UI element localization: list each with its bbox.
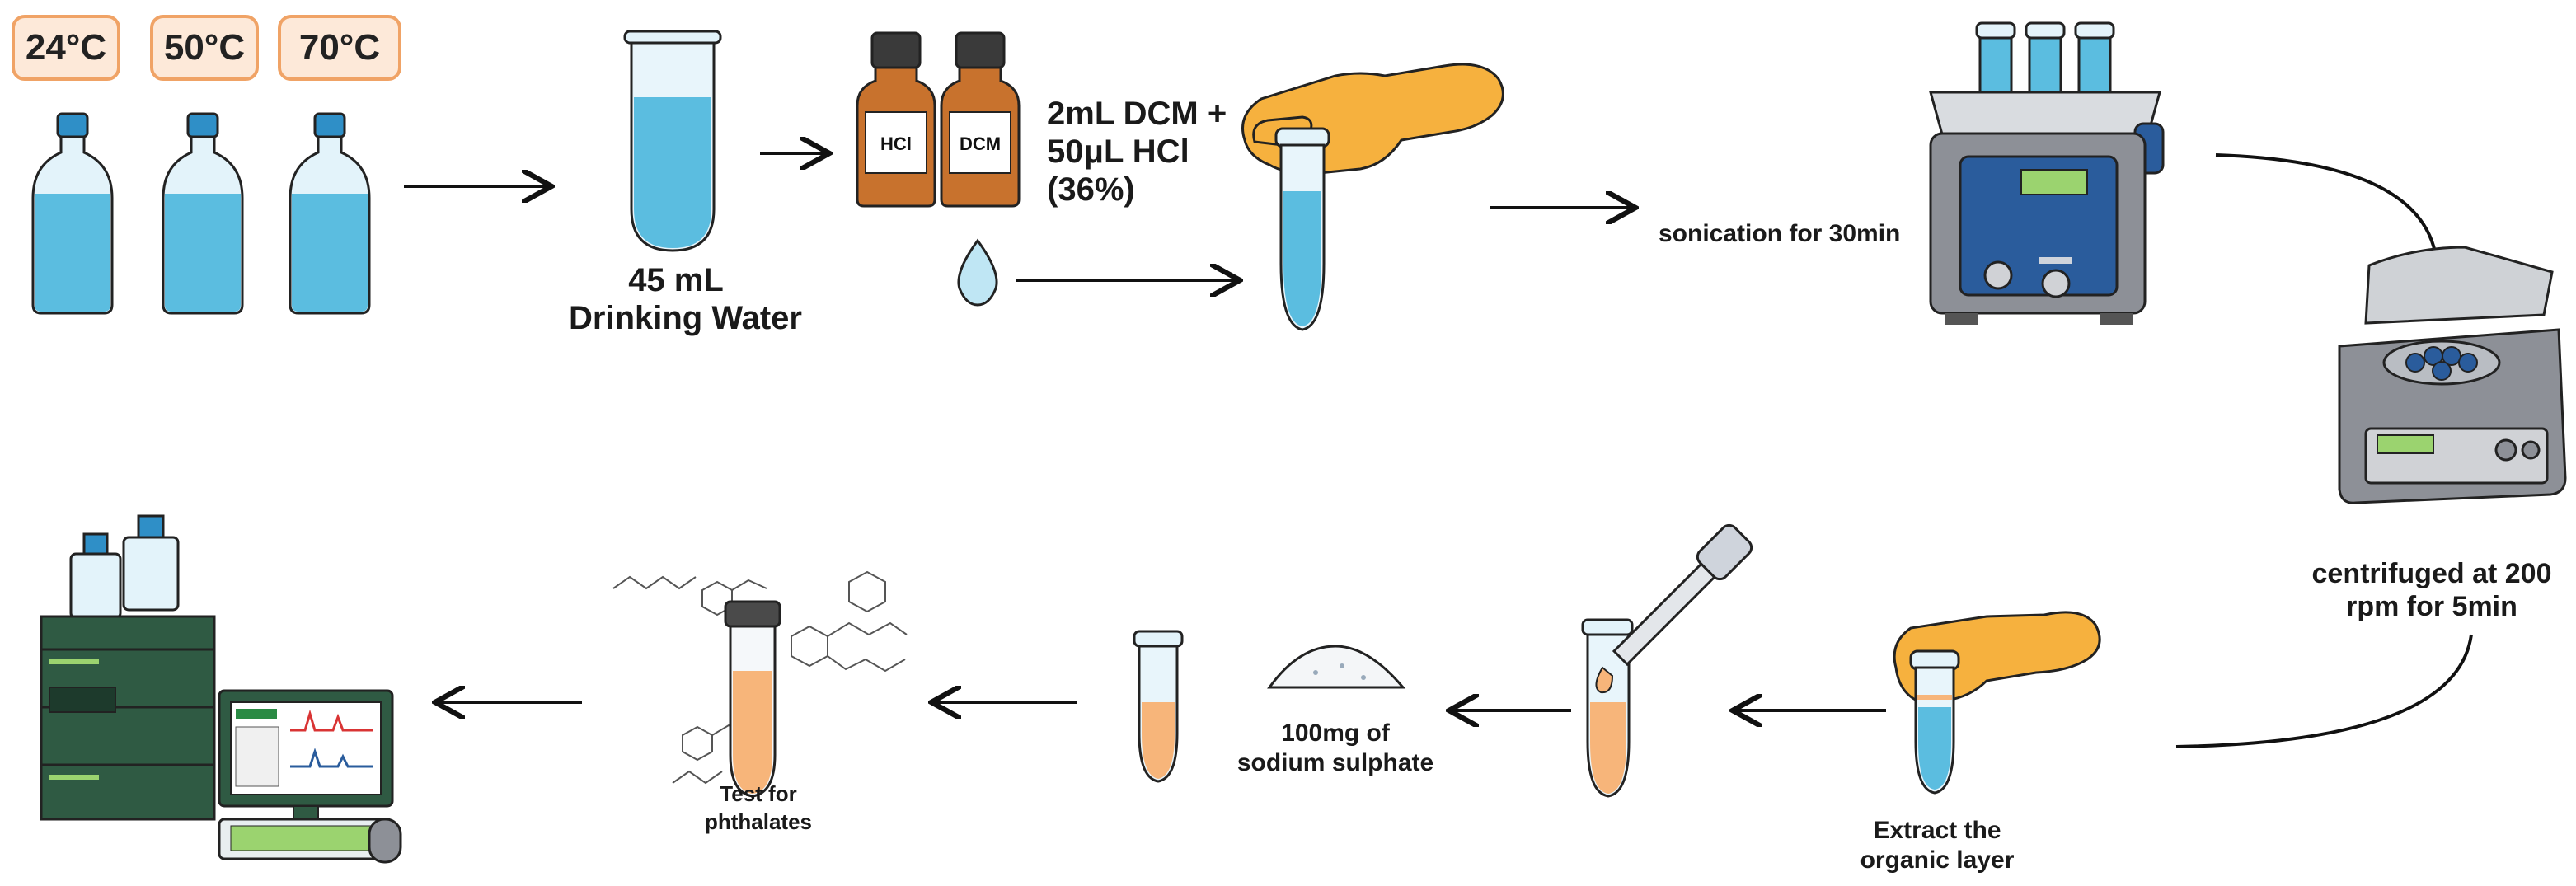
- powder-pile-icon: [1267, 645, 1406, 689]
- connector-from-centrifuge: [2175, 634, 2473, 748]
- water-type-label: Drinking Water: [569, 300, 802, 336]
- temperature-badge-24: 24°C: [12, 15, 120, 81]
- ultrasonic-bath: [1929, 21, 2165, 325]
- sulphate-label-line1: 100mg of: [1281, 720, 1390, 747]
- reagent-label-line1: 2mL DCM +: [1047, 96, 1227, 132]
- dried-extract-tube: [1133, 630, 1184, 783]
- reagent-label-line3: (36%): [1047, 171, 1135, 208]
- water-bottle-70: [289, 112, 371, 315]
- extract-label-line1: Extract the: [1873, 817, 2001, 844]
- reagent-label-line2: 50μL HCl: [1047, 134, 1189, 170]
- water-bottle-50: [162, 112, 244, 315]
- dcm-bottle: [940, 31, 1021, 208]
- phthalate-test-tube: [724, 600, 781, 798]
- water-volume-label: 45 mL: [628, 262, 724, 298]
- centrifuge: [2338, 246, 2567, 504]
- temperature-badge-50: 50°C: [150, 15, 259, 81]
- phthalate-structures: [612, 570, 908, 785]
- temperature-badge-70: 70°C: [278, 15, 401, 81]
- water-test-tube: [623, 30, 722, 252]
- centrifuge-label-line2: rpm for 5min: [2346, 591, 2517, 622]
- centrifuge-label-line1: centrifuged at 200: [2311, 558, 2552, 589]
- hplc-instrument: [40, 514, 402, 864]
- gloved-hand-mixing: [1241, 63, 1504, 331]
- gloved-hand-extract: [1893, 611, 2101, 795]
- extract-label-line2: organic layer: [1860, 846, 2015, 874]
- test-label-line1: Test for: [720, 781, 797, 806]
- water-bottle-24: [31, 112, 114, 315]
- pipette-tube: [1581, 523, 1753, 798]
- sulphate-label-line2: sodium sulphate: [1236, 749, 1434, 776]
- sonication-label: sonication for 30min: [1659, 220, 1901, 247]
- hcl-bottle-label: HCl: [880, 134, 912, 154]
- droplet-icon: [957, 238, 998, 307]
- connector-to-centrifuge: [2215, 153, 2437, 253]
- hcl-bottle: [856, 31, 936, 208]
- dcm-bottle-label: DCM: [960, 134, 1001, 154]
- test-label-line2: phthalates: [704, 809, 813, 834]
